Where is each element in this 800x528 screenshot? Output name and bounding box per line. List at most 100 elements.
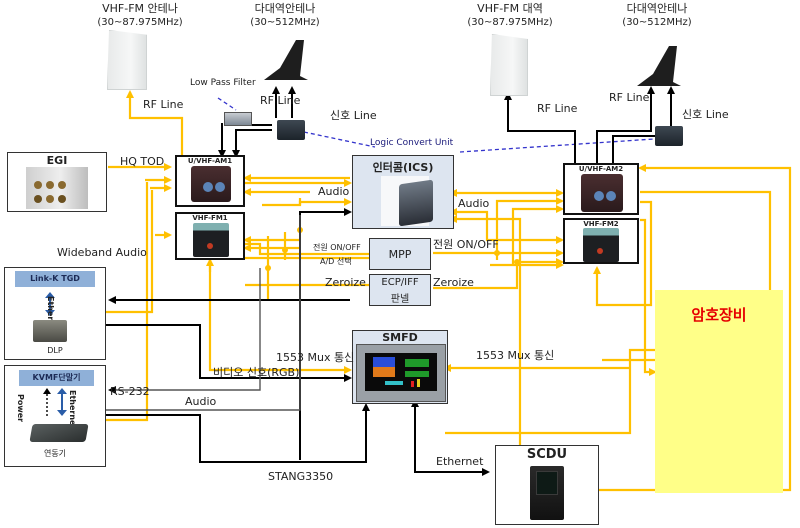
crypto-in-mux: [445, 348, 655, 435]
rs232-line: [108, 268, 261, 394]
kvmf-box[interactable]: KVMF단말기 Power Ethernet 연동기: [4, 365, 106, 467]
ics-box[interactable]: 인터콤(ICS): [352, 155, 454, 229]
am2-in-2: [495, 197, 564, 260]
dlp-label: DLP: [47, 346, 63, 355]
uvhf-am1-title: U/VHF-AM1: [187, 157, 233, 165]
dlp-device-icon: [33, 320, 67, 342]
logic-convert-unit-2-icon: [655, 126, 683, 146]
scdu-title: SCDU: [526, 447, 568, 462]
signal-line-label-1: 신호 Line: [330, 109, 377, 122]
video-rgb-label: 비디오 신호(RGB): [213, 366, 300, 379]
rf-line-vhf1: [126, 90, 184, 160]
stang3350-label: STANG3350: [268, 470, 334, 483]
rf-line-multi2: [596, 86, 655, 165]
low-pass-filter-label: Low Pass Filter: [190, 78, 256, 88]
kvmf-title: KVMF단말기: [19, 370, 94, 386]
zeroize-right-label: Zeroize: [433, 276, 474, 289]
uvhf-am2-radio-icon: [581, 174, 623, 212]
power-onoff-left-label: 전원 ON/OFF: [313, 243, 361, 252]
mux-left: [208, 260, 352, 374]
gray-lines: [100, 215, 301, 411]
ethernet-arrow-icon: [45, 292, 55, 316]
rf-line-label-4: RF Line: [609, 91, 650, 104]
vhf-fm2-box[interactable]: VHF-FM2: [563, 218, 639, 264]
audio-bottom-line: [100, 215, 301, 411]
rs232-label: RS-232: [110, 385, 150, 398]
signal-line-2: [612, 135, 655, 165]
ad-select-label: A/D 선택: [320, 257, 352, 266]
junction-dot: [514, 259, 520, 265]
stang-line: [100, 403, 370, 463]
smfd-title: SMFD: [382, 331, 418, 344]
fm2-right: [640, 218, 657, 376]
multi-band-antenna-1-icon: [264, 40, 308, 80]
multi-band-antenna-2-icon: [637, 46, 681, 86]
power-onoff-right-label: 전원 ON/OFF: [433, 238, 499, 251]
kvmf-power-label: Power: [16, 394, 25, 423]
vhf-fm-antenna-1-icon: [107, 30, 147, 90]
low-pass-filter-icon: [224, 112, 252, 126]
vhf-fm1-box[interactable]: VHF-FM1: [175, 212, 245, 260]
logic-convert-unit-1-icon: [277, 120, 305, 140]
antenna-vhf-fm-1-title: VHF-FM 안테나: [102, 2, 178, 15]
kvmf-device-label: 연동기: [43, 449, 67, 458]
uvhf-am1-radio-icon: [191, 166, 231, 202]
logic-line-left: [303, 131, 376, 148]
zeroize-right: [433, 258, 564, 290]
ethernet-label: Ethernet: [436, 455, 484, 468]
lcu-to-am1: [232, 129, 272, 158]
uvhf-am1-box[interactable]: U/VHF-AM1: [175, 155, 245, 207]
vhf-fm2-title: VHF-FM2: [583, 220, 619, 228]
vhf-fm1-radio-icon: [193, 223, 229, 257]
egi-title: EGI: [46, 154, 68, 167]
left-vert-2: [100, 190, 154, 314]
ecp-iff-box[interactable]: ECP/IFF 판넬: [369, 274, 431, 306]
ethernet-arrow-icon: [57, 388, 67, 416]
ics-audio-2: [449, 208, 564, 244]
mux-label-left: 1553 Mux 통신: [276, 351, 355, 364]
audio-label-left: Audio: [318, 185, 350, 198]
am2-in-3: [511, 205, 564, 265]
egi-device-icon: [26, 167, 88, 209]
antenna-vhf-fm-2-range: (30~87.975MHz): [467, 17, 553, 28]
antenna-vhf-fm-1-range: (30~87.975MHz): [97, 17, 183, 28]
junction-dots: [265, 227, 520, 271]
antenna-multi-2-title: 다대역안테나: [626, 2, 688, 15]
ethernet-line: [411, 399, 490, 476]
mpp-box[interactable]: MPP: [369, 238, 431, 270]
uvhf-am2-title: U/VHF-AM2: [578, 165, 624, 173]
ics-device-icon: [381, 176, 429, 226]
crypto-equipment-box[interactable]: 암호장비: [655, 290, 783, 493]
interlink-device-icon: [29, 424, 89, 442]
left-vert-1: [100, 182, 149, 422]
antenna-multi-1-range: (30~512MHz): [250, 17, 320, 28]
mpp-title: MPP: [388, 248, 412, 261]
power-arrow-icon: [43, 388, 51, 416]
logic-convert-unit-label: Logic Convert Unit: [370, 138, 454, 148]
audio-bottom-label: Audio: [185, 395, 217, 408]
logic-line-right: [459, 138, 655, 153]
junction-dot: [494, 250, 500, 256]
rf-line-label-1: RF Line: [143, 98, 184, 111]
egi-box[interactable]: EGI: [7, 152, 107, 212]
junction-dot: [265, 265, 271, 271]
uvhf-am2-box[interactable]: U/VHF-AM2: [563, 163, 639, 215]
rf-line-vhf2: [504, 92, 576, 165]
antenna-vhf-fm-2-title: VHF-FM 대역: [477, 2, 543, 15]
vhf-fm1-title: VHF-FM1: [192, 214, 228, 222]
scdu-box[interactable]: SCDU: [495, 445, 599, 525]
hq-tod-label: HQ TOD: [120, 155, 165, 168]
mux-label-right: 1553 Mux 통신: [476, 349, 555, 362]
audio-label-right: Audio: [458, 197, 490, 210]
ics-title: 인터콤(ICS): [372, 161, 434, 174]
link-k-box[interactable]: Link-K TGD Ethernet DLP: [4, 267, 106, 360]
smfd-box[interactable]: SMFD: [352, 330, 448, 404]
vhf-fm2-radio-icon: [583, 228, 619, 262]
smfd-display-icon: [356, 344, 446, 402]
scdu-device-icon: [530, 466, 564, 520]
logic-line: [217, 97, 655, 153]
ecp-iff-subtitle: 판넬: [390, 294, 410, 305]
antenna-multi-2-range: (30~512MHz): [622, 17, 692, 28]
